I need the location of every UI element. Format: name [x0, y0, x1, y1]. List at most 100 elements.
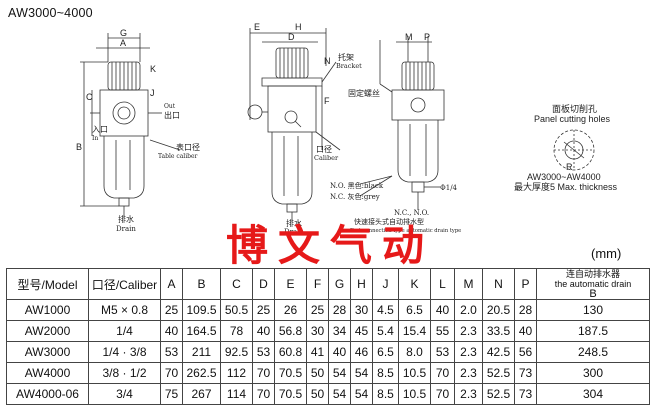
- table-cell: 30: [350, 299, 373, 321]
- label-nc-grey: N.C. 灰色:grey: [330, 192, 380, 201]
- table-cell: 53: [430, 341, 455, 363]
- table-cell: 73: [514, 362, 537, 384]
- table-cell: AW3000: [6, 341, 89, 363]
- table-cell: 40: [252, 320, 275, 342]
- dim-g-left: G: [120, 28, 127, 38]
- table-cell: 2.0: [454, 299, 483, 321]
- label-table-caliber-en: Table caliber: [158, 153, 197, 160]
- table-cell: 26: [274, 299, 307, 321]
- table-cell: 75: [160, 383, 183, 405]
- table-cell: 1/4: [88, 320, 161, 342]
- dim-p-right: P: [424, 32, 430, 42]
- table-cell: 2.3: [454, 362, 483, 384]
- table-cell: AW4000-06: [6, 383, 89, 405]
- table-cell: 73: [514, 383, 537, 405]
- table-cell: AW1000: [6, 299, 89, 321]
- table-cell: 92.5: [220, 341, 253, 363]
- label-bracket-en: Bracket: [336, 62, 362, 70]
- table-cell: 28: [328, 299, 351, 321]
- table-cell: 20.5: [482, 299, 515, 321]
- panel-cutting-hole-drawing: [553, 129, 595, 171]
- label-nut: 固定螺丝: [348, 88, 380, 98]
- table-cell: 8.5: [372, 383, 399, 405]
- table-header-cell: E: [274, 268, 307, 300]
- table-cell: 267: [182, 383, 221, 405]
- table-cell: 130: [536, 299, 650, 321]
- dim-j-left: J: [150, 88, 155, 98]
- table-cell: 50: [306, 383, 329, 405]
- table-cell: 50.5: [220, 299, 253, 321]
- label-drain: 排水: [118, 214, 134, 224]
- table-cell: 28: [514, 299, 537, 321]
- label-caliber: 口径: [316, 144, 332, 154]
- table-cell: 70.5: [274, 383, 307, 405]
- table-header-cell: 型号/Model: [6, 268, 89, 300]
- brand-watermark: 博文气动: [225, 221, 434, 270]
- label-phi: Φ1/4: [440, 184, 458, 192]
- table-cell: 70.5: [274, 362, 307, 384]
- label-drain-2: 排水: [286, 218, 302, 228]
- table-cell: 2.3: [454, 320, 483, 342]
- label-out-en: Out: [164, 103, 176, 110]
- table-cell: AW4000: [6, 362, 89, 384]
- table-cell: 5.4: [372, 320, 399, 342]
- dim-r-panel: R: [566, 162, 573, 172]
- table-cell: 53: [252, 341, 275, 363]
- table-cell: 45: [350, 320, 373, 342]
- label-in-en: In: [92, 135, 98, 142]
- table-cell: 25: [160, 299, 183, 321]
- table-header-cell: K: [398, 268, 431, 300]
- label-quick-drain: 快速接头式自动排水型: [354, 217, 424, 226]
- table-cell: 164.5: [182, 320, 221, 342]
- table-cell: 248.5: [536, 341, 650, 363]
- table-cell: 25: [252, 299, 275, 321]
- table-cell: 15.4: [398, 320, 431, 342]
- table-cell: 52.5: [482, 362, 515, 384]
- table-cell: 187.5: [536, 320, 650, 342]
- label-max-thickness: 最大厚度5 Max. thickness: [514, 181, 618, 192]
- dim-b-left: B: [76, 142, 82, 152]
- table-cell: 54: [328, 362, 351, 384]
- table-cell: 4.5: [372, 299, 399, 321]
- dim-k-left: K: [150, 64, 156, 74]
- table-header-cell: J: [372, 268, 399, 300]
- table-header-cell: M: [454, 268, 483, 300]
- table-cell: M5 × 0.8: [88, 299, 161, 321]
- table-header-cell: A: [160, 268, 183, 300]
- table-cell: 262.5: [182, 362, 221, 384]
- label-model-range: AW3000~AW4000: [527, 172, 601, 182]
- left-unit-drawing: [80, 33, 181, 218]
- dim-e-mid: E: [254, 22, 260, 32]
- label-bracket: 托架: [338, 52, 354, 62]
- table-cell: 2.3: [454, 341, 483, 363]
- dim-n-mid: N: [324, 56, 331, 66]
- table-header-cell: P: [514, 268, 537, 300]
- table-cell: 2.3: [454, 383, 483, 405]
- table-cell: 40: [514, 320, 537, 342]
- table-cell: 8.5: [372, 362, 399, 384]
- table-cell: 46: [350, 341, 373, 363]
- drain-header-line: B: [589, 288, 597, 300]
- table-header-cell: G: [328, 268, 351, 300]
- table-cell: 25: [306, 299, 329, 321]
- table-cell: 40: [430, 299, 455, 321]
- table-cell: 52.5: [482, 383, 515, 405]
- table-cell: 300: [536, 362, 650, 384]
- drain-header-line: the automatic drain: [554, 279, 632, 289]
- table-cell: 10.5: [398, 383, 431, 405]
- table-cell: 40: [328, 341, 351, 363]
- dim-d-mid: D: [288, 32, 295, 42]
- table-cell: 304: [536, 383, 650, 405]
- dim-m-right: M: [405, 32, 413, 42]
- label-drain-2-en: Drain: [284, 228, 304, 236]
- table-header-cell: B: [182, 268, 221, 300]
- table-cell: 70: [430, 383, 455, 405]
